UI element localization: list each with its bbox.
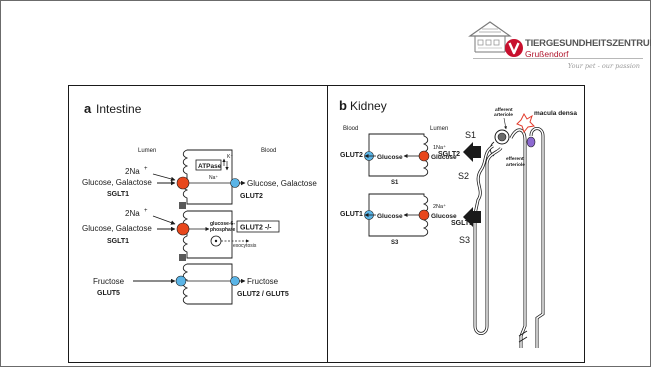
kidney-glut1: GLUT1 <box>340 211 363 218</box>
glut5-transporter <box>175 275 187 287</box>
glut2-glut5-transporter <box>230 276 240 286</box>
nephron-segment-s1: S1 <box>465 130 476 140</box>
afferent-label-1: afferent <box>495 107 513 113</box>
atpase-box <box>195 159 222 171</box>
kidney-s3-cell-label: S3 <box>391 240 399 246</box>
intestine-title: Intestine <box>96 102 142 116</box>
sglt1-lower-transporter <box>176 222 190 236</box>
atpase-label: ATPase <box>198 163 222 170</box>
macula-densa-label: macula densa <box>534 110 577 117</box>
intestine-na-lower: 2Na <box>125 209 140 218</box>
house-icon <box>468 21 512 53</box>
clinic-logo: TIERGESUNDHEITSZENTRUM Grußendorf Your p… <box>468 18 651 70</box>
kidney-blood-label: Blood <box>343 126 358 132</box>
g6p-label-line1: glucose-6- <box>210 221 235 227</box>
kidney-glucose-s3-blood: Glucose <box>377 213 403 220</box>
kidney-glucose-s1-blood: Glucose <box>377 154 403 161</box>
g6p-label-line2: phosphate <box>210 227 235 233</box>
glut2-knockout-box <box>236 220 280 233</box>
intestine-panel-letter: a <box>84 101 92 116</box>
kidney-glucose-s3-lumen: Glucose <box>431 213 457 220</box>
figure-drawing: a Intestine Lumen Blood 2Na + Glucose, G… <box>82 98 577 348</box>
logo-rule <box>473 58 643 59</box>
intestine-blood-label: Blood <box>261 148 276 154</box>
intestine-panel: a Intestine Lumen Blood 2Na + Glucose, G… <box>82 101 317 305</box>
sglt2-arrow-icon <box>463 142 481 162</box>
kidney-lumen-label: Lumen <box>430 126 448 132</box>
intestine-sugar-upper: Glucose, Galactose <box>82 178 152 187</box>
nephron-segment-s2: S2 <box>458 171 469 181</box>
kidney-na-s3: 2Na⁺ <box>433 203 446 210</box>
macula-densa-marker <box>526 136 536 148</box>
glomerulus <box>494 129 510 145</box>
kidney-panel-letter: b <box>339 98 347 113</box>
clinic-name: TIERGESUNDHEITSZENTRUM <box>525 38 651 49</box>
nephron-sglt1-label: SGLT1 <box>451 220 473 227</box>
potassium-label: K⁺ <box>227 154 233 160</box>
kidney-s1-cell-label: S1 <box>391 180 399 186</box>
tight-junction-upper <box>179 202 186 209</box>
efferent-label-2: arteriole <box>506 162 525 168</box>
sodium-small-label: Na⁺ <box>209 175 218 181</box>
intestine-na-upper-charge: + <box>144 166 148 172</box>
macula-densa-star-icon <box>516 112 536 134</box>
intestine-sglt1-lower: SGLT1 <box>107 238 129 245</box>
kidney-na-s1: 1Na⁺ <box>433 144 446 151</box>
intestine-glut2: GLUT2 <box>240 193 263 200</box>
transport-figure: a Intestine Lumen Blood 2Na + Glucose, G… <box>68 85 585 363</box>
sglt1-arrow-icon <box>463 207 481 227</box>
kidney-glut2: GLUT2 <box>340 152 363 159</box>
intestine-fructose-lumen: Fructose <box>93 277 125 286</box>
afferent-label-2: arteriole <box>494 112 513 118</box>
v-emblem-icon <box>505 39 523 57</box>
nephron-drawing: afferent arteriole macula densa efferent… <box>438 107 577 348</box>
intestine-sugar-lower: Glucose, Galactose <box>82 224 152 233</box>
intestine-glut5: GLUT5 <box>97 290 120 297</box>
kidney-title: Kidney <box>350 99 387 113</box>
exocytosis-label: exocytosis <box>233 243 257 249</box>
intestine-glut2-glut5: GLUT2 / GLUT5 <box>237 291 289 298</box>
glut2-knockout-label: GLUT2 -/- <box>240 225 272 232</box>
intestine-sugar-blood: Glucose, Galactose <box>247 179 317 188</box>
kidney-panel: b Kidney Blood Lumen GLUT2 Glucose 1Na⁺ … <box>339 98 577 348</box>
nephron-segment-s3: S3 <box>459 235 470 245</box>
intestine-na-upper: 2Na <box>125 167 140 176</box>
clinic-tagline: Your pet - our passion <box>567 62 640 70</box>
nephron-sglt2-label: SGLT2 <box>438 151 460 158</box>
enterocyte-outline-lower <box>182 210 233 259</box>
intestine-sglt1-upper: SGLT1 <box>107 191 129 198</box>
kidney-glucose-s1-lumen: Glucose <box>431 154 457 161</box>
sglt1-upper-transporter <box>176 176 190 190</box>
clinic-location: Grußendorf <box>525 49 569 59</box>
intestine-lumen-label: Lumen <box>138 148 156 154</box>
intestine-na-lower-charge: + <box>144 208 148 214</box>
enterocyte-outline-bottom <box>182 263 233 305</box>
tight-junction-lower <box>179 254 186 261</box>
intestine-fructose-blood: Fructose <box>247 277 279 286</box>
sglt2-cell-transporter <box>418 150 430 162</box>
panel-divider <box>327 86 328 362</box>
sglt1-cell-transporter <box>418 209 430 221</box>
glut2-upper-transporter <box>230 178 240 188</box>
enterocyte-outline <box>182 149 233 205</box>
efferent-label-1: efferent <box>506 156 524 162</box>
